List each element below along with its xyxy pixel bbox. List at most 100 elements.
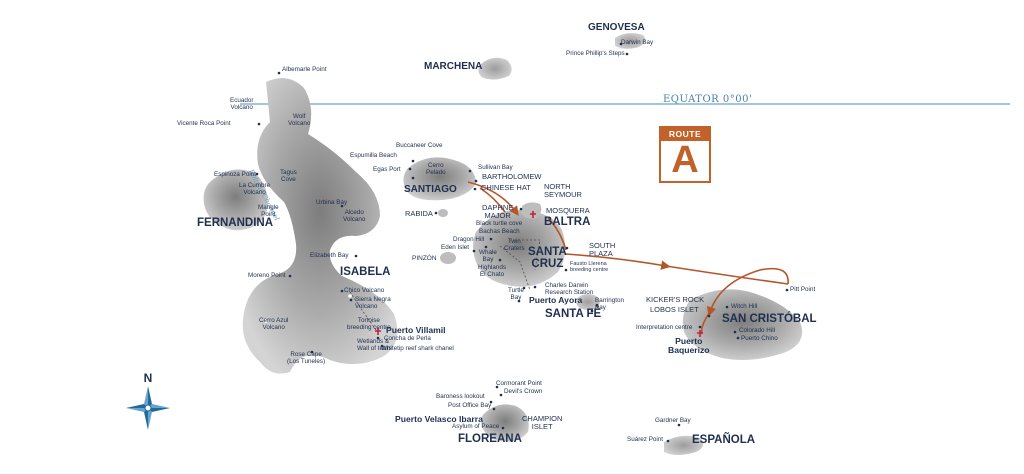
site-darwin-bay: Darwin Bay — [621, 39, 654, 46]
island-santiago — [403, 157, 476, 201]
site-post-office-bay: Post Office Bay — [448, 402, 492, 409]
site-highlands-el-chato: Highlands El Chato — [478, 264, 507, 278]
site-suarez-point: Suárez Point — [627, 436, 664, 443]
site-espinoza-point: Espinoza Point — [214, 171, 257, 178]
island-label-baltra: BALTRA — [544, 216, 591, 228]
island-pinzon — [440, 252, 456, 264]
island-label-espanola: ESPAÑOLA — [692, 434, 756, 446]
airport-icon-villamil — [375, 328, 381, 335]
site-cormorant-point: Cormorant Point — [496, 380, 542, 387]
town-puerto-baquerizo: Puerto Baquerizo — [668, 336, 710, 356]
site-lobos-islet: LOBOS ISLET — [650, 305, 699, 314]
site-turtle-bay: Turtle Bay — [508, 287, 524, 301]
site-prince-phillips-steps: Prince Phillip's Steps — [566, 50, 625, 57]
island-label-floreana: FLOREANA — [458, 433, 522, 445]
site-baroness-lookout: Baroness lookout — [436, 393, 485, 400]
island-genovesa — [615, 33, 646, 49]
site-egas-port: Egas Port — [373, 166, 401, 173]
land-tour-path — [349, 239, 541, 331]
equator-label: EQUATOR 0°00' — [663, 94, 753, 105]
site-sullivan-bay: Sullivan Bay — [478, 164, 513, 171]
site-daphne-major: DAPHNE MAJOR — [482, 203, 514, 220]
island-marchena — [478, 57, 512, 80]
site-dragon-hill: Dragon Hill — [453, 236, 485, 243]
island-floreana — [481, 404, 529, 442]
site-alcedo-volcano: Alcedo Volcano — [343, 209, 366, 223]
site-asylum-of-peace: Asylum of Peace — [452, 423, 500, 430]
route-badge: ROUTE A — [659, 126, 711, 183]
site-rose-cape: Rose Cape (Los Tuneles) — [287, 351, 326, 365]
site-chinese-hat: CHINESE HAT — [481, 183, 531, 192]
site-mosquera: MOSQUERA — [546, 206, 590, 215]
site-dots — [255, 42, 789, 443]
site-interpretation-centre: Interpretation centre — [636, 324, 693, 331]
island-label-santa-fe: SANTA FÉ — [545, 308, 602, 320]
site-elizabeth-bay: Elizabeth Bay — [310, 252, 349, 259]
island-label-isabela: ISABELA — [340, 266, 391, 278]
site-buccaneer-cove: Buccaneer Cove — [396, 142, 443, 149]
town-puerto-ayora: Puerto Ayora — [529, 295, 583, 305]
island-label-san-cristobal: SAN CRISTÓBAL — [722, 313, 817, 325]
route-title: ROUTE — [661, 128, 709, 141]
site-chico-volcano: Chico Volcano — [344, 287, 385, 294]
island-label-marchena: MARCHENA — [424, 61, 483, 72]
site-twin-craters: Twin Craters — [504, 238, 525, 252]
site-concha-de-perla: Concha de Perla — [384, 335, 431, 342]
site-ecuador-volcano: Ecuador Volcano — [230, 97, 254, 111]
compass-rose-icon: N — [126, 372, 170, 430]
site-sierra-negra-volcano: Sierra Negra Volcano — [355, 296, 391, 310]
site-cerro-azul-volcano: Cerro Azul Volcano — [259, 317, 289, 331]
site-eden-islet: Eden Islet — [441, 244, 470, 251]
site-wetlands-wall-of-tears: Wetlands & Wall of tears — [357, 338, 392, 352]
site-fausto-llerena: Fausto Llerena breeding centre — [570, 261, 609, 273]
site-vicente-roca-point: Vicente Roca Point — [177, 120, 231, 127]
site-witch-hill: Witch Hill — [731, 303, 758, 310]
site-albemarle-point: Albemarle Point — [282, 66, 327, 73]
site-moreno-point: Moreno Point — [248, 272, 286, 279]
site-urbina-bay: Urbina Bay — [316, 199, 348, 206]
site-tagus-cove: Tagus Cove — [280, 169, 297, 183]
island-santa-fe — [576, 294, 600, 310]
site-north-seymour: NORTH SEYMOUR — [544, 182, 582, 199]
airport-icon-baltra — [530, 211, 536, 218]
site-wolf-volcano: Wolf Volcano — [288, 113, 311, 127]
site-colorado-hill: Colorado Hill — [739, 327, 776, 334]
site-champion-islet: CHAMPION ISLET — [522, 414, 563, 431]
town-puerto-velasco-ibarra: Puerto Velasco Ibarra — [395, 414, 483, 424]
site-bartholomew: BARTHOLOMEW — [482, 172, 542, 181]
airport-icon-baquerizo — [697, 330, 703, 337]
island-label-fernandina: FERNANDINA — [197, 217, 274, 229]
site-espumilla-beach: Espumilla Beach — [350, 152, 397, 159]
site-devils-crown: Devil's Crown — [504, 388, 543, 395]
route-a-path — [467, 181, 789, 335]
compass-north-label: N — [144, 372, 153, 385]
island-label-genovesa: GENOVESA — [588, 22, 645, 33]
island-espanola — [664, 435, 704, 455]
site-bachas-beach: Bachas Beach — [479, 228, 520, 235]
site-la-cumbre-volcano: La Cumbre Volcano — [239, 182, 271, 196]
island-label-rabida: RABIDA — [405, 209, 433, 218]
site-kickers-rock: KICKER'S ROCK — [646, 295, 705, 304]
island-label-pinzon: PINZÓN — [412, 255, 437, 262]
island-baltra — [522, 202, 542, 219]
town-puerto-villamil: Puerto Villamil — [386, 325, 446, 335]
site-cerro-pelado: Cerro Pelado — [426, 162, 446, 176]
island-label-santa-cruz: SANTA CRUZ — [528, 246, 567, 270]
route-letter: A — [671, 139, 699, 181]
island-isabela — [242, 78, 398, 374]
site-pitt-point: Pitt Point — [790, 286, 816, 293]
site-black-turtle-cove: Black turtle cove — [476, 220, 523, 227]
island-santa-cruz — [473, 209, 566, 287]
site-whitetip-reef: Whitetip reef shark chanel — [381, 345, 454, 352]
site-barrington-bay: Barrington Bay — [595, 297, 625, 311]
site-whale-bay: Whale Bay — [479, 249, 497, 263]
island-rabida — [438, 209, 448, 217]
site-charles-darwin-station: Charles Darwin Research Station — [545, 282, 594, 296]
site-mangle-point: Mangle Point — [258, 204, 279, 218]
site-south-plaza: SOUTH PLAZA — [589, 241, 616, 258]
island-label-santiago: SANTIAGO — [404, 184, 457, 195]
site-gardner-bay: Gardner Bay — [655, 417, 691, 424]
island-fernandina — [203, 169, 268, 231]
site-puerto-chino: Puerto Chino — [741, 335, 778, 342]
